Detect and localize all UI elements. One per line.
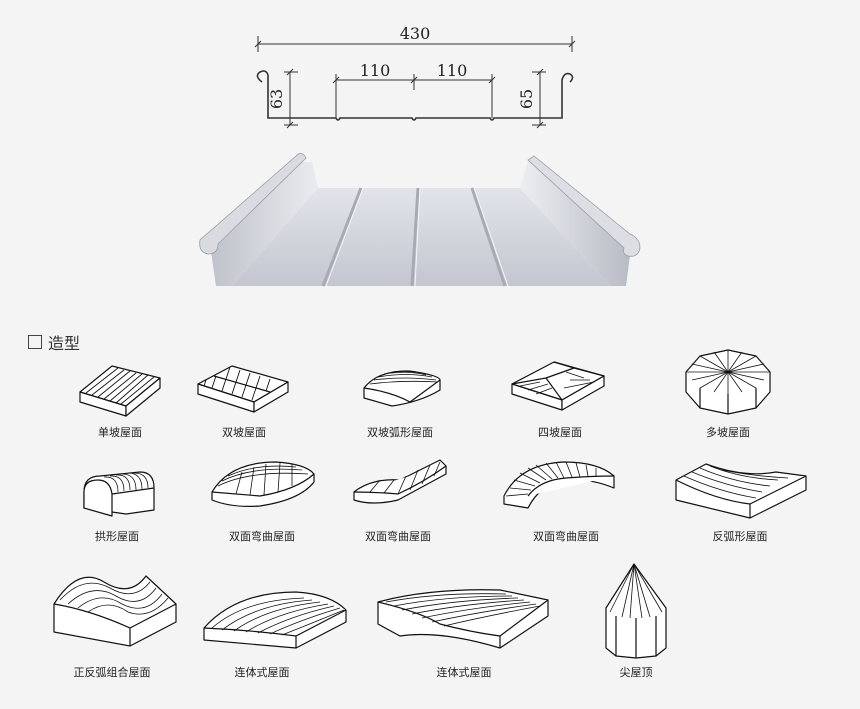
height-left-label: 63 bbox=[267, 89, 286, 109]
single-slope-roof-icon bbox=[79, 365, 161, 417]
shape-label-double-curved-1: 双面弯曲屋面 bbox=[229, 530, 295, 543]
shape-label-double-curved-3: 双面弯曲屋面 bbox=[533, 530, 599, 543]
rib-spacing-right-label: 110 bbox=[437, 61, 468, 80]
double-curved-roof-icon-2 bbox=[353, 459, 447, 504]
shape-label-reverse-arc: 反弧形屋面 bbox=[712, 530, 768, 543]
reverse-arc-roof-icon bbox=[675, 463, 807, 519]
spire-roof-icon bbox=[605, 563, 667, 659]
shape-label-connected-1: 连体式屋面 bbox=[234, 666, 290, 679]
square-outline-icon bbox=[28, 335, 42, 349]
four-slope-roof-icon bbox=[511, 361, 605, 411]
connected-roof-icon-2 bbox=[377, 589, 549, 649]
total-width-label: 430 bbox=[400, 24, 431, 43]
shape-label-spire: 尖屋顶 bbox=[619, 666, 653, 679]
shape-label-four-slope: 四坡屋面 bbox=[538, 426, 582, 439]
arch-roof-icon bbox=[83, 471, 155, 517]
double-curved-roof-icon-1 bbox=[211, 461, 315, 507]
shape-label-double-slope-arc: 双坡弧形屋面 bbox=[367, 426, 433, 439]
multi-slope-roof-icon bbox=[685, 349, 771, 415]
combined-arc-roof-icon bbox=[53, 575, 177, 647]
height-right-label: 65 bbox=[517, 89, 536, 109]
profile-cross-section bbox=[254, 36, 576, 129]
section-title: 造型 bbox=[48, 334, 81, 353]
shape-label-multi-slope: 多坡屋面 bbox=[706, 426, 750, 439]
double-curved-roof-icon-3 bbox=[503, 461, 615, 509]
double-slope-roof-icon bbox=[197, 365, 289, 413]
shape-label-connected-2: 连体式屋面 bbox=[436, 666, 492, 679]
shape-label-single-slope: 单坡屋面 bbox=[98, 426, 142, 439]
rib-spacing-left-label: 110 bbox=[360, 61, 391, 80]
shape-label-combined-arc: 正反弧组合屋面 bbox=[73, 666, 151, 679]
section-heading: 造型 bbox=[28, 330, 80, 354]
connected-roof-icon-1 bbox=[203, 591, 347, 649]
roof-panel-render bbox=[199, 153, 641, 287]
shape-label-arch: 拱形屋面 bbox=[95, 530, 139, 543]
shape-label-double-slope: 双坡屋面 bbox=[222, 426, 266, 439]
double-slope-arc-roof-icon bbox=[363, 370, 441, 407]
shape-label-double-curved-2: 双面弯曲屋面 bbox=[365, 530, 431, 543]
